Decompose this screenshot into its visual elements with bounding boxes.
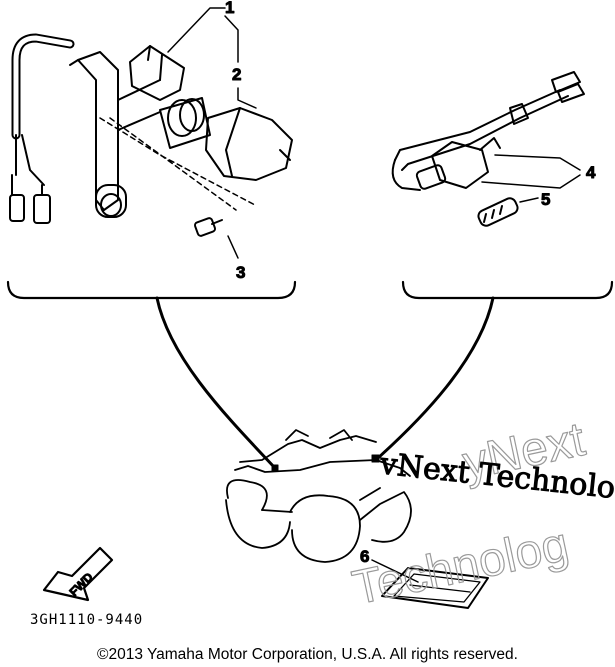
spring: [477, 197, 519, 227]
mounting-bracket: [69, 45, 185, 218]
callout-4: 4: [586, 163, 596, 182]
callout-3: 3: [236, 263, 245, 282]
callout-5-leader: [519, 197, 539, 203]
callout-2-leader: [224, 15, 239, 63]
screw: [193, 217, 223, 237]
left-mount-marker: [271, 464, 279, 472]
watermark-bottom: Technolog: [348, 518, 573, 615]
part-code: 3GH1110-9440: [30, 612, 144, 628]
callout-4-leader: [481, 154, 581, 189]
callout-2: 2: [232, 65, 241, 84]
left-group-bracket: [6, 280, 297, 300]
brake-light-switch: [391, 71, 585, 191]
owner-manual: [381, 567, 489, 609]
starter-switch: [117, 79, 293, 181]
callout-5: 5: [541, 190, 550, 209]
left-leader-line: [155, 296, 277, 470]
right-group-bracket: [401, 280, 614, 300]
assembly-reference-line: [99, 117, 256, 211]
forward-direction-arrow: FWD: [42, 546, 114, 602]
callout-1-leader: [167, 7, 226, 53]
callout-2-leader-b: [237, 87, 257, 109]
atv-outline: [225, 429, 412, 563]
right-leader-line: [376, 296, 495, 460]
copyright-notice: ©2013 Yamaha Motor Corporation, U.S.A. A…: [97, 646, 518, 663]
callout-1: 1: [225, 0, 234, 17]
callout-6-leader: [371, 559, 419, 583]
wire-harness: [9, 33, 75, 224]
callout-6: 6: [360, 547, 369, 566]
right-mount-marker: [371, 454, 380, 463]
callout-3-leader: [227, 235, 239, 259]
